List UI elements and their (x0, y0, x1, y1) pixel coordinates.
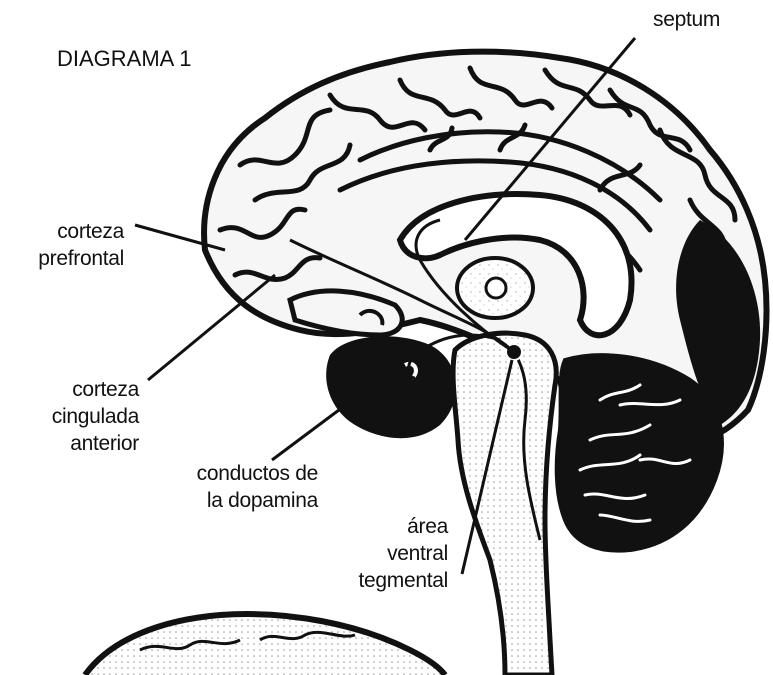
label-prefrontal-cortex: corteza prefrontal (38, 218, 124, 272)
label-vta-line1: área (358, 513, 448, 540)
label-dopamine-line1: conductos de (197, 460, 318, 487)
second-brain-fragment (85, 614, 445, 675)
label-ventral-tegmental-area: área ventral tegmental (358, 513, 448, 594)
label-septum-text: septum (653, 6, 720, 33)
label-cingulate-line3: anterior (52, 430, 139, 457)
label-dopamine-pathways: conductos de la dopamina (197, 460, 318, 514)
label-vta-line2: ventral (358, 540, 448, 567)
label-vta-line3: tegmental (358, 567, 448, 594)
diagram-title: DIAGRAMA 1 (57, 45, 191, 72)
leader-dopamine (272, 398, 355, 460)
label-prefrontal-line2: prefrontal (38, 245, 124, 272)
label-cingulate-line2: cingulada (52, 403, 139, 430)
label-prefrontal-line1: corteza (38, 218, 124, 245)
label-dopamine-line2: la dopamina (197, 487, 318, 514)
thalamic-nucleus (486, 278, 506, 298)
label-septum: septum (653, 6, 720, 33)
label-anterior-cingulate-cortex: corteza cingulada anterior (52, 376, 139, 457)
temporal-lobe (326, 336, 456, 438)
label-cingulate-line1: corteza (52, 376, 139, 403)
brainstem (453, 333, 556, 675)
leader-cingulate (148, 275, 275, 380)
